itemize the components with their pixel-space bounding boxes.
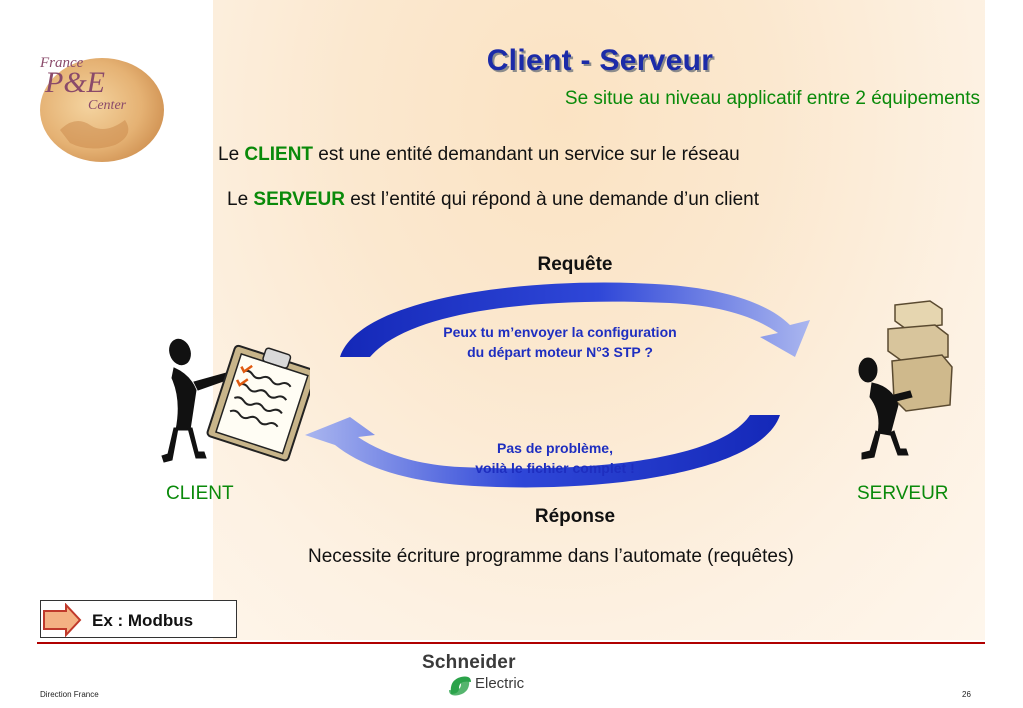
server-definition-rest: est l’entité qui répond à une demande d’…	[344, 189, 760, 210]
client-keyword: CLIENT	[244, 144, 314, 165]
request-arrow	[340, 282, 810, 357]
server-definition: Le SERVEUR est l’entité qui répond à une…	[227, 189, 759, 211]
example-box	[40, 600, 237, 638]
pe-center-logo	[40, 58, 164, 162]
response-message-line2: voilà le fichier complet !	[475, 460, 635, 476]
arrow-right-icon	[43, 603, 82, 637]
client-definition-rest: est une entité demandant un service sur …	[313, 144, 740, 165]
server-label: SERVEUR	[857, 483, 949, 504]
client-definition-prefix: Le	[218, 144, 245, 165]
response-message-line1: Pas de problème,	[497, 440, 613, 456]
slide-background	[213, 0, 985, 640]
response-arrow	[305, 415, 780, 488]
request-message-line2: du départ moteur N°3 STP ?	[467, 344, 653, 360]
brand-name-line1: Schneider	[422, 652, 516, 673]
logo-text-france: France	[40, 55, 84, 71]
server-keyword: SERVEUR	[253, 189, 345, 210]
footer-direction: Direction France	[40, 690, 99, 699]
logo-text-pe: P&E	[45, 66, 105, 99]
response-message: Pas de problème, voilà le fichier comple…	[430, 438, 680, 478]
client-figure-icon	[161, 338, 310, 463]
request-response-arrows	[305, 282, 810, 488]
request-label: Requête	[537, 254, 613, 275]
request-message-line1: Peux tu m’envoyer la configuration	[443, 324, 677, 340]
schneider-logo-icon	[449, 676, 471, 696]
slide-title: Client - Serveur	[486, 44, 714, 77]
server-figure-icon	[858, 300, 953, 460]
slide-subtitle: Se situe au niveau applicatif entre 2 éq…	[564, 88, 980, 109]
server-definition-prefix: Le	[227, 189, 254, 210]
client-label: CLIENT	[166, 483, 234, 504]
page-number: 26	[962, 690, 971, 699]
response-label: Réponse	[534, 506, 616, 527]
logo-text-center: Center	[88, 98, 127, 113]
program-note: Necessite écriture programme dans l’auto…	[308, 546, 794, 567]
brand-name-line2: Electric	[475, 675, 525, 692]
client-definition: Le CLIENT est une entité demandant un se…	[218, 144, 740, 166]
request-message: Peux tu m’envoyer la configuration du dé…	[390, 322, 730, 362]
example-label: Ex : Modbus	[92, 611, 194, 630]
footer-divider	[37, 642, 985, 644]
